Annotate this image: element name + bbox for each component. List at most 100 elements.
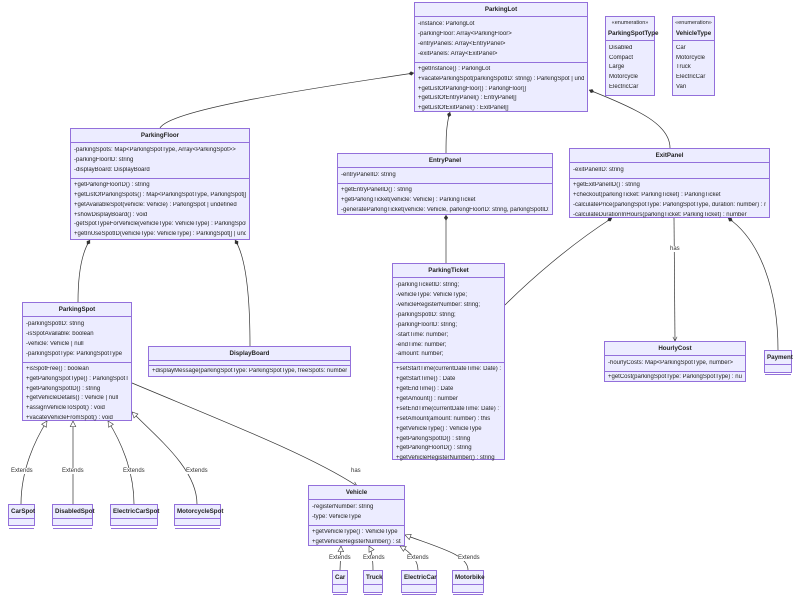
class-vehicle[interactable]: Vehicle -registerNumber: string-type: Ve…: [308, 485, 405, 546]
class-disabled-spot[interactable]: DisabledSpot: [52, 504, 95, 530]
edge-parkinglot-parkingfloor: [159, 71, 415, 129]
class-method: +getParkingSpotID() : string: [396, 435, 471, 442]
edge-parkinglot-exitpanel: [588, 89, 671, 149]
edge-parkingfloor-parkingspot: [77, 239, 91, 303]
class-payment[interactable]: Payment: [764, 350, 793, 376]
enum-value: Van: [676, 84, 687, 91]
edge-electriccarspot-parkingspot: [107, 420, 135, 505]
class-method: +getVehicleDetails() : Vehicle | null: [26, 395, 119, 402]
class-attribute: -parkingFloorID: string: [74, 157, 134, 164]
class-attribute: -entryPanelID: string: [341, 172, 396, 179]
class-entry-panel[interactable]: EntryPanel -entryPanelID: string +getEnt…: [337, 153, 553, 215]
class-truck[interactable]: Truck: [363, 570, 383, 596]
class-electric-car-spot[interactable]: ElectricCarSpot: [110, 504, 159, 530]
class-name: ParkingSpotType: [608, 29, 659, 37]
class-method: +getParkingSpotType() : ParkingSpotType: [26, 375, 128, 382]
class-method: +setAmount(amount: number) : this: [396, 415, 491, 422]
class-method: +setStartTime(currentDateTime: Date) : t…: [396, 366, 501, 373]
class-method: +getVehicleRegisterNumber() : string: [312, 538, 401, 545]
class-attribute: -displayBoard: DisplayBoard: [74, 166, 150, 173]
class-attribute: -parkingTicketID: string;: [396, 282, 460, 289]
class-attribute: -type: VehicleType: [312, 514, 362, 521]
class-exit-panel[interactable]: ExitPanel -exitPanelID: string +getExitP…: [569, 148, 770, 218]
stereotype: «enumeration»: [611, 20, 649, 26]
class-attribute: -registerNumber: string: [312, 504, 374, 511]
class-parking-spot[interactable]: ParkingSpot -parkingSpotID: string-isSpo…: [22, 302, 132, 421]
extends-label: Extends: [123, 468, 145, 474]
class-name: ParkingFloor: [140, 132, 180, 139]
class-name: CarSpot: [11, 508, 36, 515]
enum-value: ElectricCar: [676, 74, 706, 81]
class-name: ExitPanel: [655, 152, 684, 159]
class-method: +getAvailableSpot(vehicle: Vehicle) : Pa…: [74, 201, 237, 208]
class-attribute: -parkingFloorID: string;: [396, 321, 458, 328]
class-method: +vacateVehicleFromSpot() : void: [26, 415, 113, 422]
class-name: ParkingTicket: [428, 267, 469, 274]
class-method: +showDisplayBoard() : void: [74, 211, 148, 218]
edge-parkinglot-entrypanel: [445, 111, 452, 154]
class-attribute: -endTime: number;: [396, 341, 447, 348]
enum-value: Large: [609, 64, 625, 71]
class-method: -generateParkingTicket(vehicle: Vehicle,…: [341, 206, 549, 213]
extends-label: Extends: [186, 468, 208, 474]
class-attribute: -vehicle: Vehicle | null: [26, 340, 84, 347]
edge-carspot-parkingspot: [20, 420, 48, 505]
class-attribute: -vehicleRegisterNumber: string;: [396, 301, 481, 308]
class-method: +assignVehicleToSpot() : void: [26, 405, 105, 412]
class-parking-floor[interactable]: ParkingFloor -parkingSpots: Map<ParkingS…: [70, 128, 250, 240]
class-name: HourlyCost: [658, 345, 692, 352]
class-method: +getParkingFloorID() : string: [396, 445, 472, 452]
class-method: +getEndTime() : Date: [396, 386, 454, 393]
class-method: +getInUseSpotID(vehicleType: VehicleType…: [74, 231, 246, 238]
class-name: MotorcycleSpot: [177, 508, 224, 515]
class-name: Motorbike: [455, 574, 485, 581]
enum-value: ElectricCar: [609, 84, 639, 91]
class-name: DisplayBoard: [229, 350, 270, 357]
class-method: +getListOfExitPanel() : ExitPanel[]: [418, 105, 509, 112]
class-attribute: -instance: ParkingLot: [418, 21, 475, 28]
has-label: has: [670, 246, 680, 252]
edge-parkingspot-vehicle: [131, 382, 358, 487]
class-method: +getVehicleType() : VehicleType: [312, 528, 398, 535]
class-attribute: -parkingFloor: Array<ParkingFloor>: [418, 31, 512, 38]
class-motorcycle-spot[interactable]: MotorcycleSpot: [174, 504, 224, 530]
class-name: ParkingSpot: [58, 306, 96, 313]
enum-value: Compact: [609, 54, 634, 61]
class-car[interactable]: Car: [332, 570, 348, 596]
class-name: ElectricCar: [404, 574, 437, 581]
class-method: +getParkingTicket(vehicle: Vehicle) : Pa…: [341, 196, 476, 203]
class-method: +getCost(parkingSpotType: ParkingSpotTyp…: [608, 374, 742, 381]
class-motorbike[interactable]: Motorbike: [452, 570, 485, 596]
class-method: +getParkingSpotID() : string: [26, 385, 101, 392]
class-method: +getListOfParkingFloor() : ParkingFloor[…: [418, 85, 526, 92]
extends-label: Extends: [458, 555, 480, 561]
class-parking-lot[interactable]: ParkingLot -instance: ParkingLot-parking…: [414, 2, 588, 112]
class-hourly-cost[interactable]: HourlyCost -hourlyCosts: Map<ParkingSpot…: [604, 341, 746, 382]
class-method: +getVehicleType() : VehicleType: [396, 425, 482, 432]
class-method: +getStartTime() : Date: [396, 376, 456, 383]
class-attribute: -vehicleType: VehicleType;: [396, 292, 468, 299]
class-attribute: -parkingSpotID: string: [26, 321, 85, 328]
class-parking-ticket[interactable]: ParkingTicket -parkingTicketID: string; -…: [392, 263, 505, 461]
class-electric-car[interactable]: ElectricCar: [401, 570, 437, 596]
class-method: -getSpotTypeForVehicle(vehicleType: Vehi…: [74, 221, 246, 228]
class-method: +displayMessage(parkingSpotType: Parking…: [152, 368, 347, 375]
class-method: -calculateDurationInHours(parkingTicket:…: [573, 211, 747, 218]
edge-exitpanel-payment: [727, 217, 779, 351]
edge-motorcyclespot-parkingspot: [131, 411, 198, 505]
extends-label: Extends: [407, 555, 429, 561]
class-method: +getInstance() : ParkingLot: [418, 65, 491, 72]
class-car-spot[interactable]: CarSpot: [8, 504, 36, 530]
enum-value: Disabled: [609, 44, 633, 51]
class-attribute: -entryPanels: Array<EntryPanel>: [418, 40, 506, 47]
class-attribute: -startTime: number;: [396, 331, 449, 338]
extends-label: Extends: [329, 555, 351, 561]
enum-value: Truck: [676, 64, 691, 71]
class-method: +getParkingFloorID() : string: [74, 181, 150, 188]
class-attribute: -parkingSpotID: string;: [396, 311, 456, 318]
class-display-board[interactable]: DisplayBoard +displayMessage(parkingSpot…: [148, 346, 351, 377]
class-name: Car: [335, 574, 346, 581]
class-attribute: -hourlyCosts: Map<ParkingSpotType, numbe…: [608, 360, 734, 367]
